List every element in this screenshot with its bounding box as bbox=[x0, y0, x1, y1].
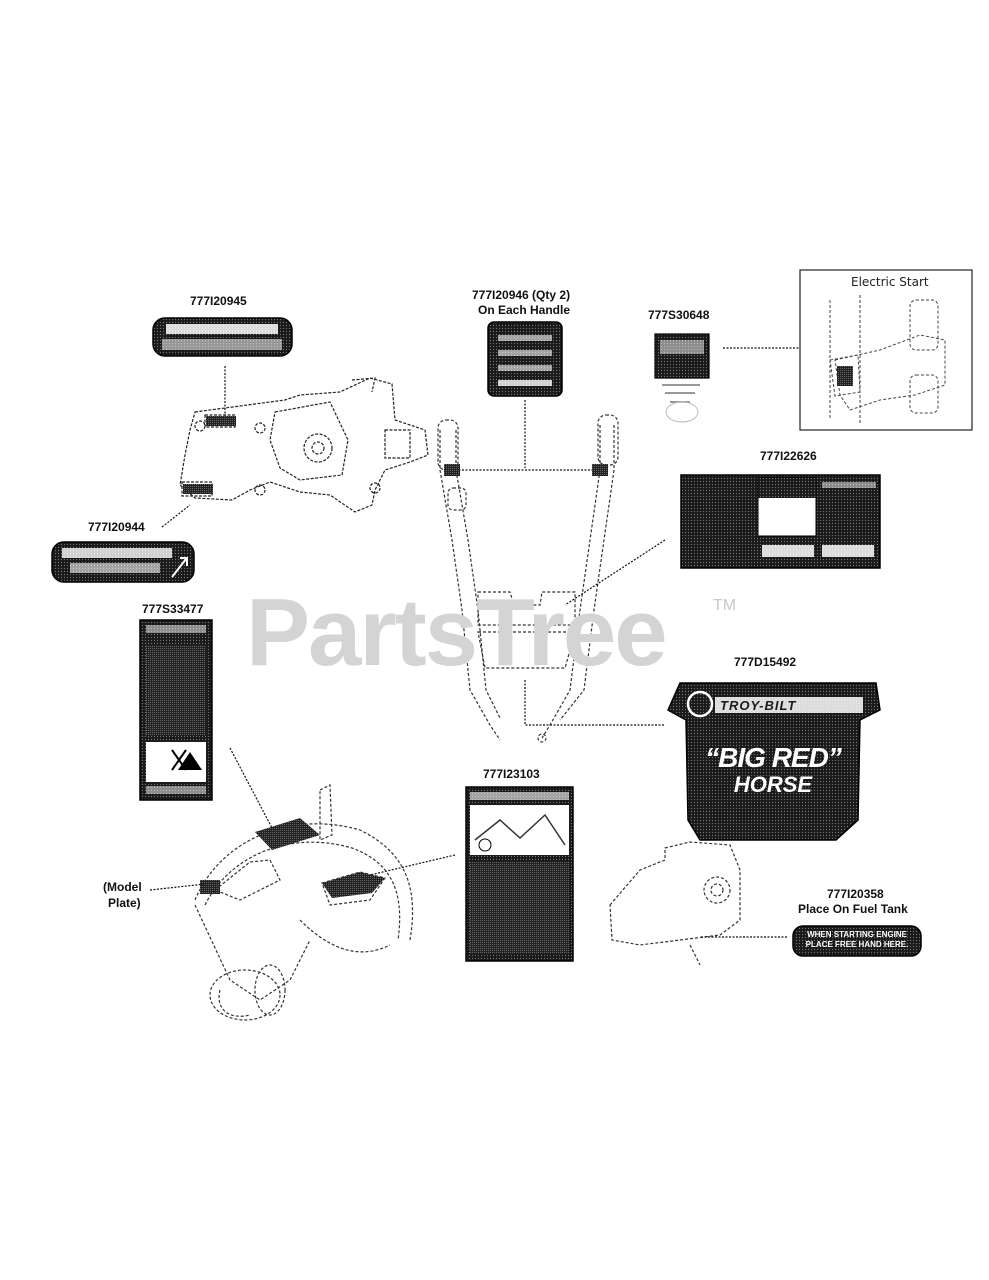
part-number-777D15492[interactable]: 777D15492 bbox=[734, 655, 797, 669]
part-number-777I23103[interactable]: 777I23103 bbox=[483, 767, 540, 781]
part-note-place-on-fuel-tank: Place On Fuel Tank bbox=[798, 902, 908, 916]
model-plate-label-line1: (Model bbox=[103, 880, 142, 894]
inset-title: Electric Start bbox=[851, 275, 929, 289]
trademark-symbol: TM bbox=[713, 597, 737, 614]
decal-777S33477 bbox=[139, 619, 213, 801]
decal-location-marker bbox=[206, 416, 236, 426]
transmission-drawing bbox=[179, 377, 429, 513]
decal-777I23103 bbox=[465, 786, 574, 962]
leader-line bbox=[524, 680, 665, 726]
decal-horse-text: HORSE bbox=[733, 772, 813, 797]
decal-location-marker bbox=[200, 880, 220, 894]
decal-location-marker bbox=[322, 872, 385, 898]
decal-location-marker bbox=[255, 818, 320, 850]
leader-line bbox=[564, 539, 666, 606]
decal-fuel-text-line1: WHEN STARTING ENGINE bbox=[807, 930, 907, 939]
leader-line bbox=[161, 504, 191, 528]
decal-location-marker bbox=[183, 484, 213, 494]
decal-location-marker bbox=[444, 464, 460, 476]
electric-start-inset bbox=[799, 269, 973, 431]
part-number-777I20358[interactable]: 777I20358 bbox=[827, 887, 884, 901]
decal-location-marker bbox=[592, 464, 608, 476]
part-number-777S30648[interactable]: 777S30648 bbox=[648, 308, 710, 322]
leader-line bbox=[149, 883, 206, 891]
tiller-body-drawing bbox=[194, 784, 414, 1021]
leader-line bbox=[229, 747, 273, 829]
decal-777I20945 bbox=[152, 317, 293, 357]
part-note-on-each-handle: On Each Handle bbox=[478, 303, 571, 317]
decal-777D15492 bbox=[667, 682, 881, 841]
part-number-777I20944[interactable]: 777I20944 bbox=[88, 520, 145, 534]
part-number-777I22626[interactable]: 777I22626 bbox=[760, 449, 817, 463]
model-plate-label-line2: Plate) bbox=[108, 896, 141, 910]
part-number-777I20945[interactable]: 777I20945 bbox=[190, 294, 247, 308]
decal-brand-text: TROY-BILT bbox=[720, 698, 797, 713]
part-number-777I20946[interactable]: 777I20946 (Qty 2) bbox=[472, 288, 571, 302]
decal-777I20946 bbox=[487, 321, 563, 397]
decal-777S30648 bbox=[654, 333, 710, 423]
fuel-tank-drawing bbox=[609, 841, 741, 966]
decal-big-red-text: “BIG RED” bbox=[705, 742, 842, 773]
decal-777I22626 bbox=[680, 474, 881, 569]
leader-line bbox=[369, 854, 456, 876]
decal-fuel-text-line2: PLACE FREE HAND HERE. bbox=[805, 940, 909, 949]
watermark: PartsTree bbox=[246, 579, 668, 686]
part-number-777S33477[interactable]: 777S33477 bbox=[142, 602, 204, 616]
decal-777I20944 bbox=[51, 541, 195, 583]
decal-777I20358 bbox=[792, 925, 922, 957]
